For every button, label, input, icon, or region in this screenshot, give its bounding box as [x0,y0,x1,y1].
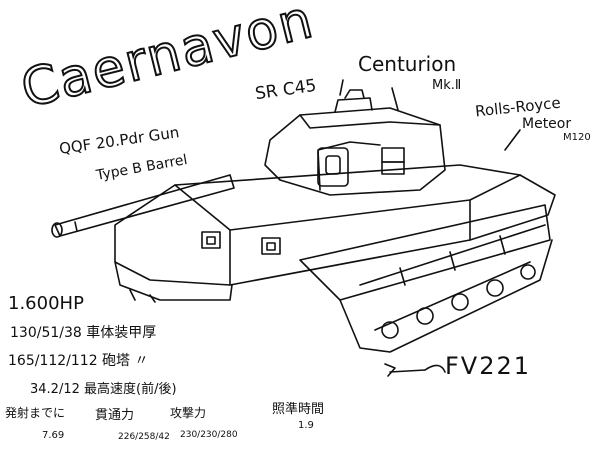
engine-label-line2: Meteor [522,116,572,132]
engine-model-label: M120 [563,132,591,143]
stat-turret-armor: 165/112/112 砲塔 〃 [8,353,149,369]
stat-horsepower: 1.600HP [8,293,84,314]
tank-mark-label: Mk.Ⅱ [432,78,462,93]
muzzle [51,222,63,238]
stat-damage-label: 攻撃力 [170,406,207,420]
stat-speed: 34.2/12 最高速度(前/後) [30,382,177,397]
rear-track [339,239,553,353]
hull [114,164,556,286]
mantlet [317,147,349,187]
stat-penetration-value: 226/258/42 [118,432,170,442]
stat-hull-armor: 130/51/38 車体装甲厚 [10,325,157,341]
designation-label: FV221 [445,352,532,380]
stat-aim-label: 照準時間 [272,402,325,417]
stat-aim-value: 1.9 [298,420,314,431]
gun-barrel [54,174,235,237]
stat-damage-value: 230/230/280 [180,430,238,440]
turret [264,107,446,196]
stat-reload-value: 7.69 [42,430,65,441]
stat-reload-label: 発射までに [5,406,66,420]
front-track [114,261,233,301]
tank-model-label: Centurion [358,52,457,76]
side-skirt [299,204,551,301]
cupola [334,97,373,113]
stat-penetration-label: 貫通力 [95,408,135,423]
